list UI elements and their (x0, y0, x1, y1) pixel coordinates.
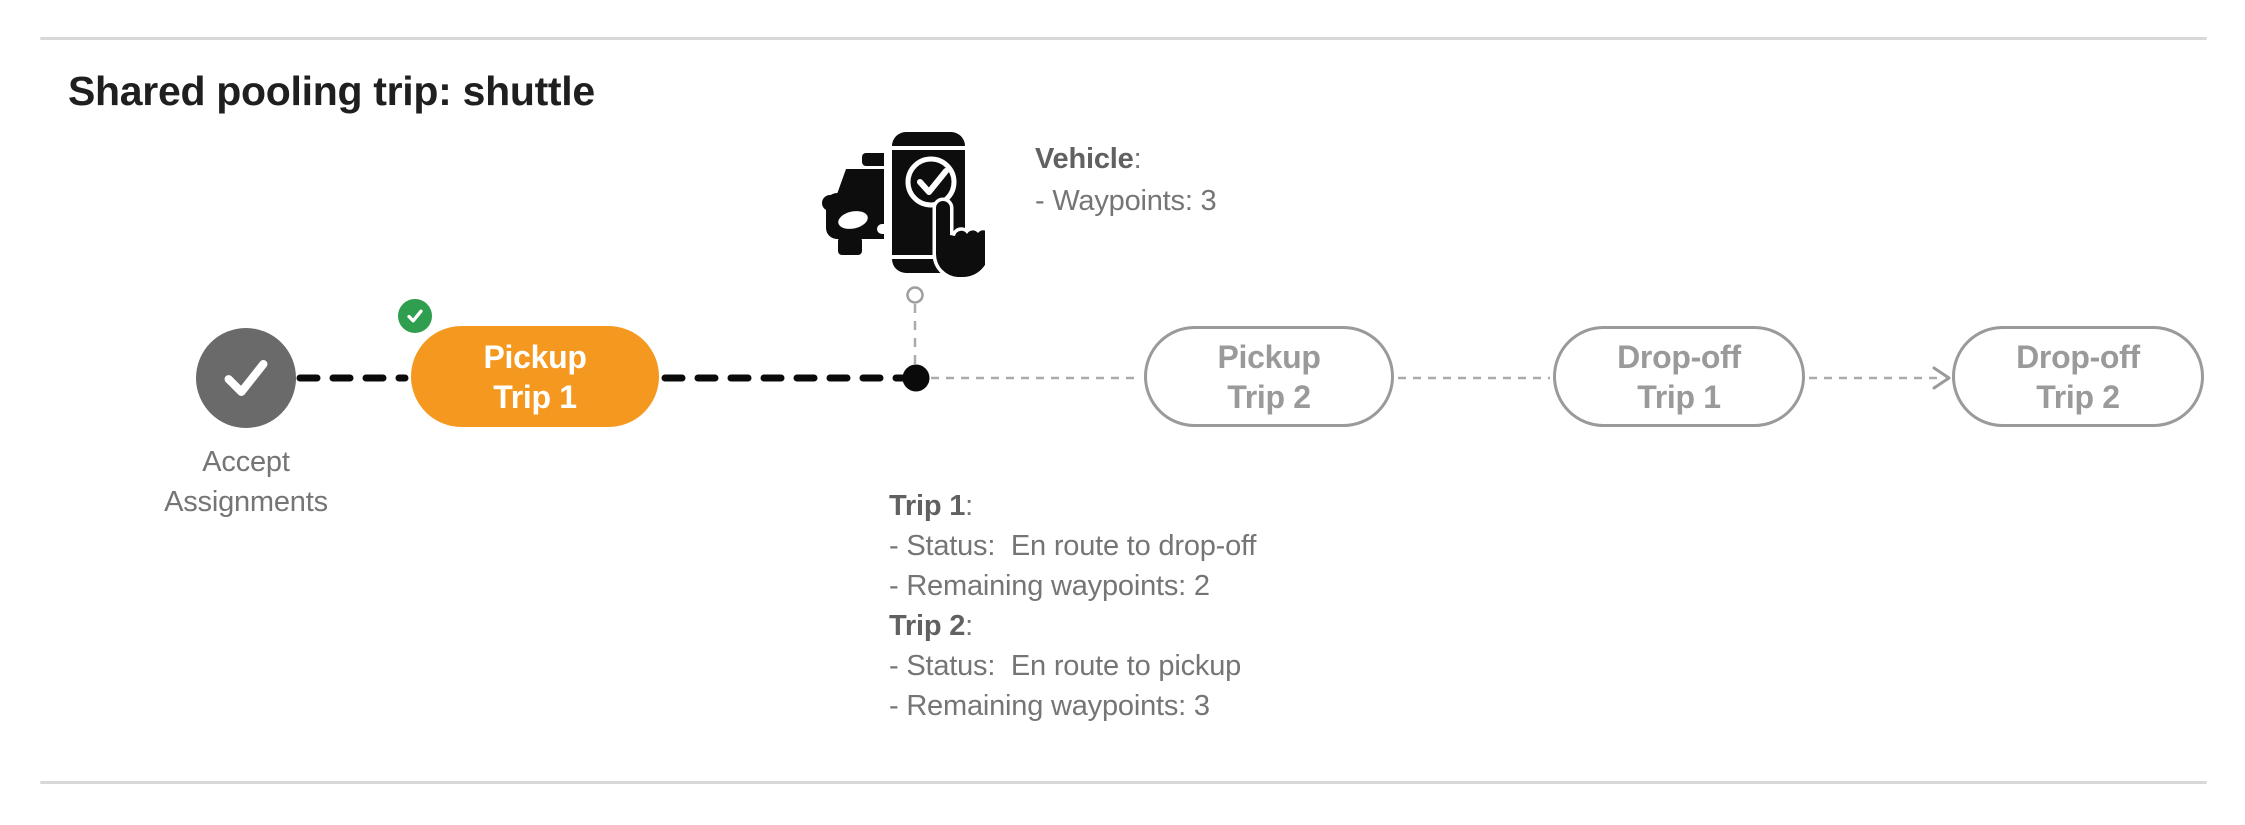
trip2-heading: Trip 2: (889, 610, 974, 642)
vehicle-info-line: - Waypoints: 3 (1035, 185, 1217, 217)
trip-status-block: Trip 1: - Status: En route to drop-off -… (889, 486, 1256, 726)
accept-assignments-label: Accept Assignments (116, 442, 376, 522)
vehicle-anchor-ring-icon (906, 286, 924, 304)
trip2-status-line: - Status: En route to pickup (889, 650, 1242, 682)
top-divider (40, 37, 2207, 40)
check-icon (224, 360, 268, 396)
car-with-phone-check-icon (822, 125, 985, 281)
vehicle-position-dot (902, 364, 930, 392)
waypoint-label-line1: Drop-off (1617, 338, 1741, 375)
waypoint-label-line1: Pickup (1217, 338, 1321, 375)
accept-assignments-node (196, 328, 296, 428)
completed-check-badge (395, 296, 435, 336)
waypoint-label-line2: Trip 2 (1227, 378, 1311, 415)
trip2-waypoints-line: - Remaining waypoints: 3 (889, 690, 1210, 722)
accept-label-line2: Assignments (164, 486, 328, 518)
figure-title: Shared pooling trip: shuttle (68, 68, 595, 114)
trip1-waypoints-line: - Remaining waypoints: 2 (889, 570, 1210, 602)
waypoint-label-line2: Trip 1 (1637, 378, 1721, 415)
waypoint-label-line2: Trip 2 (2036, 378, 2120, 415)
bottom-divider (40, 781, 2207, 784)
waypoint-dropoff-trip-2: Drop-off Trip 2 (1952, 326, 2204, 427)
waypoint-pickup-trip-2: Pickup Trip 2 (1144, 326, 1394, 427)
arrowhead-icon (1932, 366, 1951, 390)
vehicle-info-heading: Vehicle: (1035, 143, 1142, 175)
waypoint-label-line2: Trip 1 (493, 378, 577, 415)
waypoint-label-line1: Pickup (483, 338, 587, 375)
waypoint-label-line1: Drop-off (2016, 338, 2140, 375)
accept-label-line1: Accept (202, 446, 290, 478)
trip1-status-line: - Status: En route to drop-off (889, 530, 1257, 562)
check-icon (407, 309, 423, 323)
waypoint-pickup-trip-1: Pickup Trip 1 (395, 296, 659, 427)
vehicle-info-block: Vehicle: - Waypoints: 3 (1035, 138, 1217, 222)
trip1-heading: Trip 1: (889, 490, 974, 522)
waypoint-dropoff-trip-1: Drop-off Trip 1 (1553, 326, 1805, 427)
